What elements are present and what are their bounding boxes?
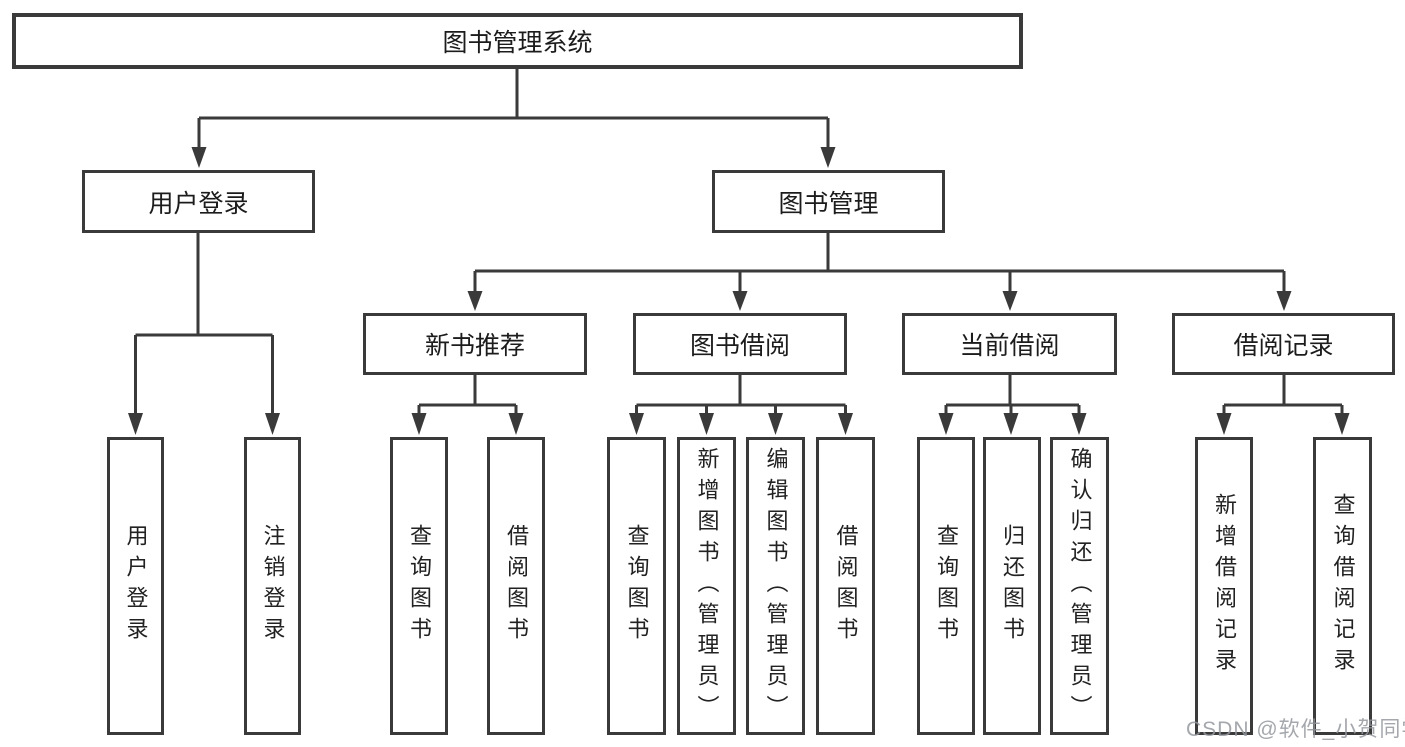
leaf-label: 用户登录 bbox=[123, 524, 149, 648]
leaf-label: 借阅图书 bbox=[504, 524, 529, 648]
arrow-down-icon bbox=[508, 413, 524, 435]
leaf-query-books: 查询图书 bbox=[607, 437, 666, 735]
leaf-label: 编辑图书（管理员） bbox=[763, 446, 789, 726]
arrow-down-icon bbox=[1002, 291, 1018, 311]
leaf-label: 查询图书 bbox=[624, 524, 650, 648]
leaf-query-borrow-record: 查询借阅记录 bbox=[1313, 437, 1372, 735]
leaf-add-books-admin: 新增图书（管理员） bbox=[677, 437, 736, 735]
arrow-down-icon bbox=[265, 413, 280, 435]
node-new-book-recommend: 新书推荐 bbox=[363, 313, 587, 375]
connector-root-to-level2 bbox=[191, 69, 836, 168]
leaf-label: 归还图书 bbox=[1000, 524, 1025, 648]
leaf-query-books-recommend: 查询图书 bbox=[390, 437, 448, 735]
arrow-down-icon bbox=[191, 147, 207, 168]
node-label: 用户登录 bbox=[148, 189, 249, 218]
node-user-login: 用户登录 bbox=[82, 170, 315, 233]
leaf-label: 新增借阅记录 bbox=[1212, 493, 1237, 679]
leaf-borrow-books: 借阅图书 bbox=[816, 437, 875, 735]
node-label: 图书管理 bbox=[778, 189, 879, 218]
arrow-down-icon bbox=[1003, 413, 1019, 435]
node-book-borrowing: 图书借阅 bbox=[633, 313, 847, 375]
node-label: 借阅记录 bbox=[1233, 332, 1334, 360]
leaf-confirm-return-admin: 确认归还（管理员） bbox=[1050, 437, 1109, 735]
arrow-down-icon bbox=[1216, 413, 1232, 435]
arrow-down-icon bbox=[1071, 413, 1087, 435]
csdn-watermark: CSDN @软件_小贺同学 bbox=[1186, 718, 1405, 741]
arrow-down-icon bbox=[938, 413, 954, 435]
connector-new-book-recommend-to-leaves bbox=[411, 375, 524, 435]
leaf-user-login: 用户登录 bbox=[107, 437, 164, 735]
node-label: 图书管理系统 bbox=[442, 29, 593, 57]
connector-book-borrowing-to-leaves bbox=[629, 375, 853, 435]
leaf-label: 确认归还（管理员） bbox=[1067, 446, 1093, 726]
node-borrowing-records: 借阅记录 bbox=[1172, 313, 1395, 375]
leaf-label: 借阅图书 bbox=[833, 524, 859, 648]
node-label: 图书借阅 bbox=[689, 332, 790, 360]
arrow-down-icon bbox=[467, 291, 483, 311]
arrow-down-icon bbox=[411, 413, 427, 435]
leaf-edit-books-admin: 编辑图书（管理员） bbox=[746, 437, 805, 735]
leaf-label: 查询借阅记录 bbox=[1330, 493, 1356, 679]
arrow-down-icon bbox=[128, 413, 143, 435]
arrow-down-icon bbox=[1276, 291, 1292, 311]
arrow-down-icon bbox=[768, 413, 783, 435]
leaf-add-borrow-record: 新增借阅记录 bbox=[1195, 437, 1253, 735]
leaf-label: 查询图书 bbox=[934, 524, 959, 648]
node-book-management: 图书管理 bbox=[712, 170, 945, 233]
arrow-down-icon bbox=[629, 413, 644, 435]
connector-user-login-to-leaves bbox=[128, 233, 280, 435]
node-label: 新书推荐 bbox=[424, 332, 525, 360]
leaf-return-books: 归还图书 bbox=[983, 437, 1041, 735]
leaf-label: 新增图书（管理员） bbox=[694, 446, 720, 726]
arrow-down-icon bbox=[1334, 413, 1350, 435]
leaf-label: 注销登录 bbox=[260, 524, 286, 648]
node-current-borrowing: 当前借阅 bbox=[902, 313, 1117, 375]
arrow-down-icon bbox=[732, 291, 748, 311]
leaf-borrow-books-recommend: 借阅图书 bbox=[487, 437, 545, 735]
connector-current-borrowing-to-leaves bbox=[938, 375, 1087, 435]
arrow-down-icon bbox=[820, 147, 836, 168]
connector-book-management-to-level3 bbox=[467, 233, 1292, 311]
arrow-down-icon bbox=[838, 413, 853, 435]
arrow-down-icon bbox=[699, 413, 714, 435]
leaf-query-books-current: 查询图书 bbox=[917, 437, 975, 735]
leaf-label: 查询图书 bbox=[407, 524, 432, 648]
node-library-management-system: 图书管理系统 bbox=[12, 13, 1023, 69]
node-label: 当前借阅 bbox=[959, 332, 1060, 360]
connector-borrowing-records-to-leaves bbox=[1216, 375, 1350, 435]
leaf-logout: 注销登录 bbox=[244, 437, 301, 735]
